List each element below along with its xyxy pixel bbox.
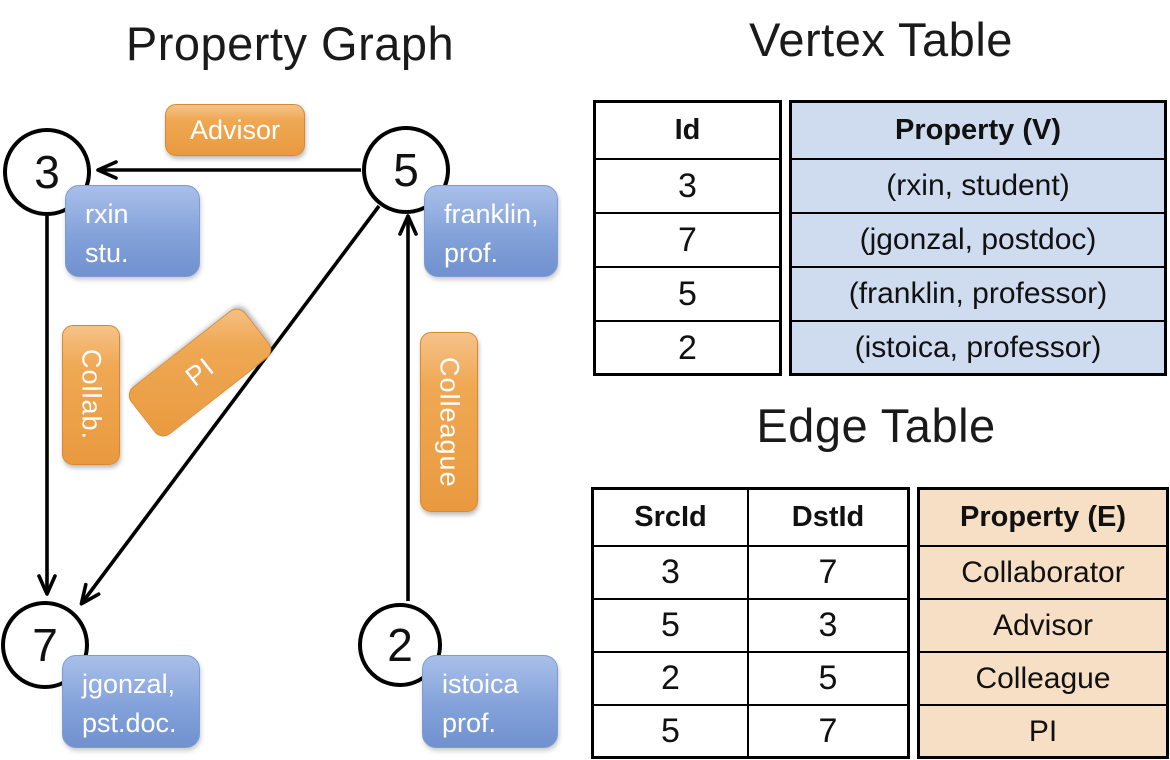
vertex-label-rxin: rxin stu. (65, 185, 200, 277)
edge-table-id-columns: SrcId DstId 3 7 5 3 2 5 5 7 (591, 487, 910, 759)
vertex-label-line: stu. (85, 238, 129, 269)
edge-srcid-cell: 5 (594, 598, 747, 651)
vertex-label-line: istoica (442, 669, 519, 699)
vertex-label-istoica: istoica prof. (422, 655, 558, 748)
node-id-label: 7 (32, 619, 58, 671)
edge-table-header-property: Property (E) (960, 501, 1126, 533)
vertex-property-cell: (istoica, professor) (792, 320, 1164, 374)
edge-pi-line (79, 204, 381, 606)
edge-dstid-cell: 5 (747, 651, 907, 704)
vertex-table-header-id: Id (674, 114, 701, 146)
edge-dstid-cell: 3 (747, 598, 907, 651)
vertex-label-jgonzal: jgonzal, pst.doc. (62, 655, 200, 748)
vertex-label-line: pst.doc. (82, 708, 177, 739)
vertex-label-line: prof. (444, 238, 499, 269)
edge-property-cell: Collaborator (920, 545, 1166, 598)
vertex-property-cell: (jgonzal, postdoc) (792, 212, 1164, 266)
edge-property-cell: PI (920, 704, 1166, 757)
vertex-id-cell: 3 (596, 158, 779, 212)
edge-label-collab: Collab. (62, 325, 120, 465)
node-id-label: 3 (34, 146, 60, 198)
edge-dstid-cell: 7 (747, 704, 907, 757)
edge-label-text: Colleague (434, 356, 465, 488)
edge-property-cell: Advisor (920, 598, 1166, 651)
edge-label-colleague: Colleague (420, 332, 478, 512)
edge-property-cell: Colleague (920, 651, 1166, 704)
edge-label-text: Advisor (189, 114, 281, 145)
graph-node-2: 2 (358, 603, 442, 687)
edge-table-header-dstid: DstId (747, 490, 907, 545)
vertex-property-cell: (franklin, professor) (792, 266, 1164, 320)
edge-srcid-cell: 5 (594, 704, 747, 757)
graph-node-5: 5 (362, 126, 450, 214)
vertex-id-cell: 2 (596, 320, 779, 374)
property-graph-title: Property Graph (125, 17, 455, 70)
vertex-label-franklin: franklin, prof. (424, 185, 558, 277)
edge-table-property-column: Property (E) Collaborator Advisor Collea… (917, 487, 1169, 759)
vertex-label-line: rxin (85, 199, 129, 229)
vertex-id-cell: 7 (596, 212, 779, 266)
vertex-id-cell: 5 (596, 266, 779, 320)
vertex-label-line: franklin, (444, 199, 539, 229)
vertex-property-cell: (rxin, student) (792, 158, 1164, 212)
edge-dstid-cell: 7 (747, 545, 907, 598)
vertex-table-id-column: Id 3 7 5 2 (593, 100, 782, 376)
node-id-label: 2 (387, 619, 413, 671)
vertex-label-line: jgonzal, (82, 669, 176, 699)
edge-label-text: PI (179, 351, 220, 393)
vertex-table-header-property: Property (V) (895, 114, 1061, 146)
edge-table-header-srcid: SrcId (634, 501, 707, 533)
graph-edges-canvas (37, 160, 418, 606)
node-id-label: 5 (393, 144, 419, 196)
edge-srcid-cell: 3 (594, 545, 747, 598)
edge-srcid-cell: 2 (594, 651, 747, 704)
edge-table-title: Edge Table (756, 399, 996, 452)
vertex-label-line: prof. (442, 708, 497, 739)
vertex-table-property-column: Property (V) (rxin, student) (jgonzal, p… (789, 100, 1167, 376)
edge-label-advisor: Advisor (165, 104, 305, 156)
edge-label-text: Collab. (76, 349, 107, 441)
vertex-table-title: Vertex Table (749, 13, 1013, 66)
